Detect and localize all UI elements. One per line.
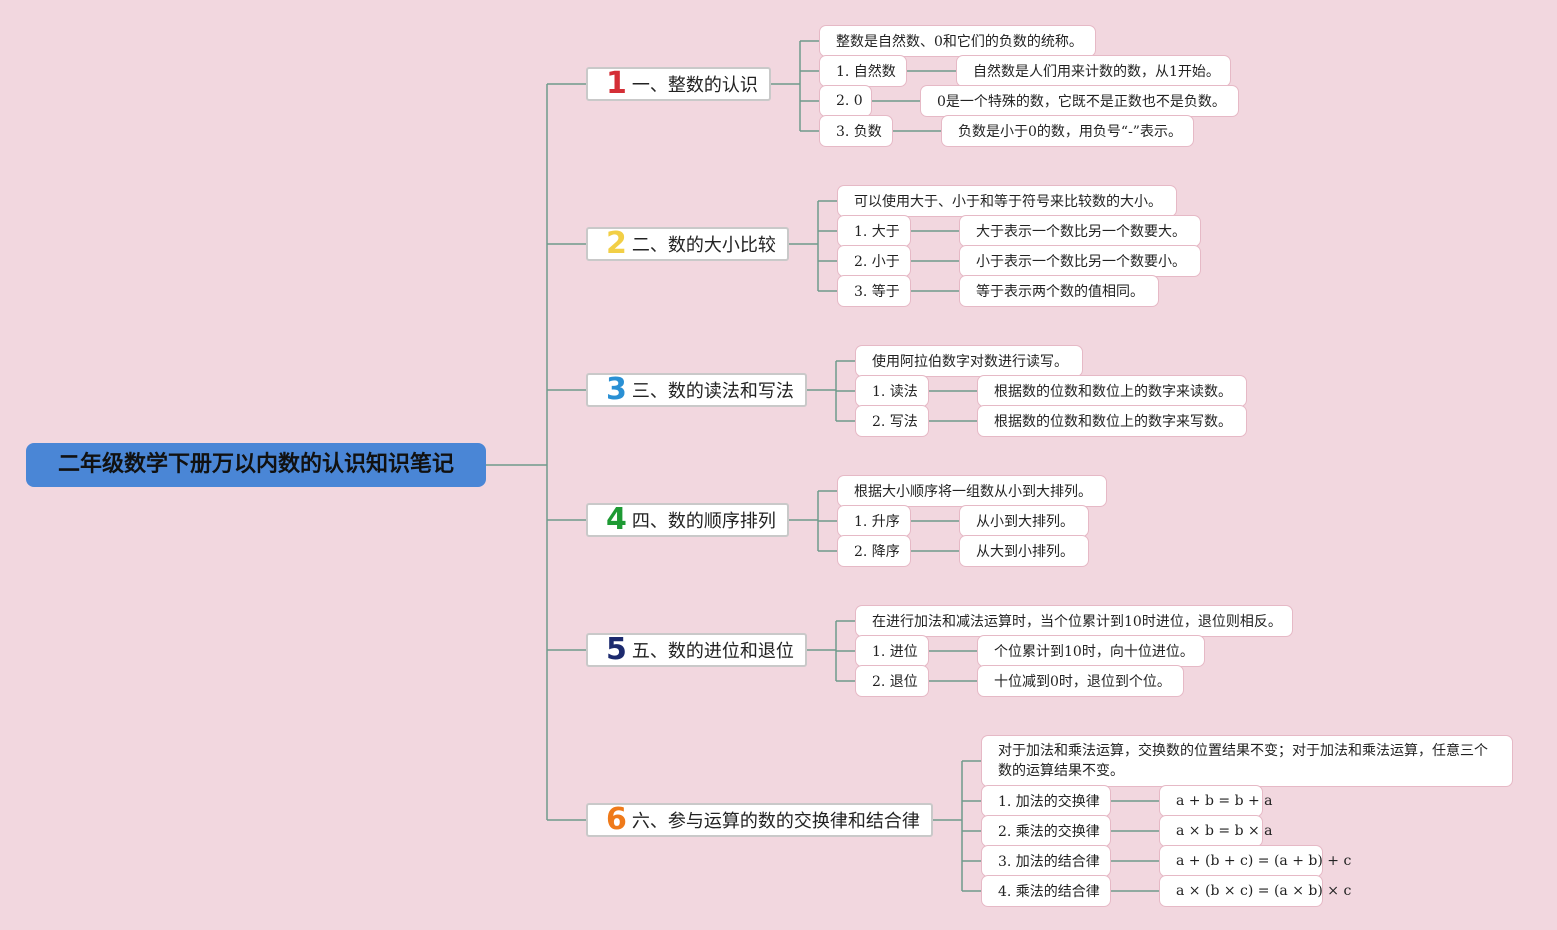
topic-1-item-3[interactable]: 3. 负数 xyxy=(820,116,892,146)
topic-1-item-3-desc[interactable]: 负数是小于0的数，用负号“-”表示。 xyxy=(942,116,1193,146)
topic-1-item-1[interactable]: 1. 自然数 xyxy=(820,56,906,86)
topic-1-title: 一、整数的认识 xyxy=(631,75,758,96)
topic-5-item-1-desc[interactable]: 个位累计到10时，向十位进位。 xyxy=(978,636,1204,666)
topic-4-item-2-desc[interactable]: 从大到小排列。 xyxy=(960,536,1088,566)
topic-2-item-3[interactable]: 3. 等于 xyxy=(838,276,910,306)
topic-6-item-4[interactable]: 4. 乘法的结合律 xyxy=(982,876,1110,906)
topic-4-intro[interactable]: 根据大小顺序将一组数从小到大排列。 xyxy=(838,476,1106,506)
topic-1[interactable]: 1 一、整数的认识 xyxy=(586,67,771,101)
topic-5-item-2[interactable]: 2. 退位 xyxy=(856,666,928,696)
topic-2[interactable]: 2 二、数的大小比较 xyxy=(586,227,789,261)
topic-6-item-4-desc[interactable]: a × (b × c) = (a × b) × c xyxy=(1160,876,1351,906)
number-5-icon: 5 xyxy=(606,632,627,667)
topic-6-item-2[interactable]: 2. 乘法的交换律 xyxy=(982,816,1110,846)
topic-6-item-2-desc[interactable]: a × b = b × a xyxy=(1160,816,1273,846)
topic-4[interactable]: 4 四、数的顺序排列 xyxy=(586,503,789,537)
topic-2-intro[interactable]: 可以使用大于、小于和等于符号来比较数的大小。 xyxy=(838,186,1176,216)
topic-3-item-2[interactable]: 2. 写法 xyxy=(856,406,928,436)
topic-5-item-1[interactable]: 1. 进位 xyxy=(856,636,928,666)
topic-6[interactable]: 6 六、参与运算的数的交换律和结合律 xyxy=(586,803,933,837)
topic-6-title: 六、参与运算的数的交换律和结合律 xyxy=(631,811,920,832)
topic-3-item-1-desc[interactable]: 根据数的位数和数位上的数字来读数。 xyxy=(978,376,1246,406)
topic-1-item-1-desc[interactable]: 自然数是人们用来计数的数，从1开始。 xyxy=(957,56,1230,86)
topic-3-item-1[interactable]: 1. 读法 xyxy=(856,376,928,406)
topic-5-intro[interactable]: 在进行加法和减法运算时，当个位累计到10时进位，退位则相反。 xyxy=(856,606,1292,636)
topic-4-item-1-desc[interactable]: 从小到大排列。 xyxy=(960,506,1088,536)
topic-5-title: 五、数的进位和退位 xyxy=(631,641,794,662)
topic-6-item-1[interactable]: 1. 加法的交换律 xyxy=(982,786,1110,816)
topic-6-item-3[interactable]: 3. 加法的结合律 xyxy=(982,846,1110,876)
number-4-icon: 4 xyxy=(606,502,627,537)
topic-2-item-3-desc[interactable]: 等于表示两个数的值相同。 xyxy=(960,276,1158,306)
root-topic[interactable]: 二年级数学下册万以内数的认识知识笔记 xyxy=(26,443,486,487)
topic-3-title: 三、数的读法和写法 xyxy=(631,381,794,402)
topic-3-intro[interactable]: 使用阿拉伯数字对数进行读写。 xyxy=(856,346,1082,376)
topic-6-item-1-desc[interactable]: a + b = b + a xyxy=(1160,786,1273,816)
topic-2-item-1[interactable]: 1. 大于 xyxy=(838,216,910,246)
number-2-icon: 2 xyxy=(606,226,627,261)
topic-5[interactable]: 5 五、数的进位和退位 xyxy=(586,633,807,667)
topic-1-intro[interactable]: 整数是自然数、0和它们的负数的统称。 xyxy=(820,26,1095,56)
topic-6-intro[interactable]: 对于加法和乘法运算，交换数的位置结果不变；对于加法和乘法运算，任意三个数的运算结… xyxy=(982,736,1512,786)
number-6-icon: 6 xyxy=(606,802,627,837)
topic-6-item-3-desc[interactable]: a + (b + c) = (a + b) + c xyxy=(1160,846,1351,876)
topic-4-item-2[interactable]: 2. 降序 xyxy=(838,536,910,566)
number-1-icon: 1 xyxy=(606,66,627,101)
number-3-icon: 3 xyxy=(606,372,627,407)
topic-1-item-2-desc[interactable]: 0是一个特殊的数，它既不是正数也不是负数。 xyxy=(921,86,1238,116)
topic-1-item-2[interactable]: 2. 0 xyxy=(820,86,871,116)
topic-2-title: 二、数的大小比较 xyxy=(631,235,776,256)
topic-3-item-2-desc[interactable]: 根据数的位数和数位上的数字来写数。 xyxy=(978,406,1246,436)
topic-2-item-1-desc[interactable]: 大于表示一个数比另一个数要大。 xyxy=(960,216,1200,246)
topic-2-item-2[interactable]: 2. 小于 xyxy=(838,246,910,276)
topic-5-item-2-desc[interactable]: 十位减到0时，退位到个位。 xyxy=(978,666,1183,696)
topic-2-item-2-desc[interactable]: 小于表示一个数比另一个数要小。 xyxy=(960,246,1200,276)
topic-3[interactable]: 3 三、数的读法和写法 xyxy=(586,373,807,407)
topic-4-item-1[interactable]: 1. 升序 xyxy=(838,506,910,536)
topic-4-title: 四、数的顺序排列 xyxy=(631,511,776,532)
